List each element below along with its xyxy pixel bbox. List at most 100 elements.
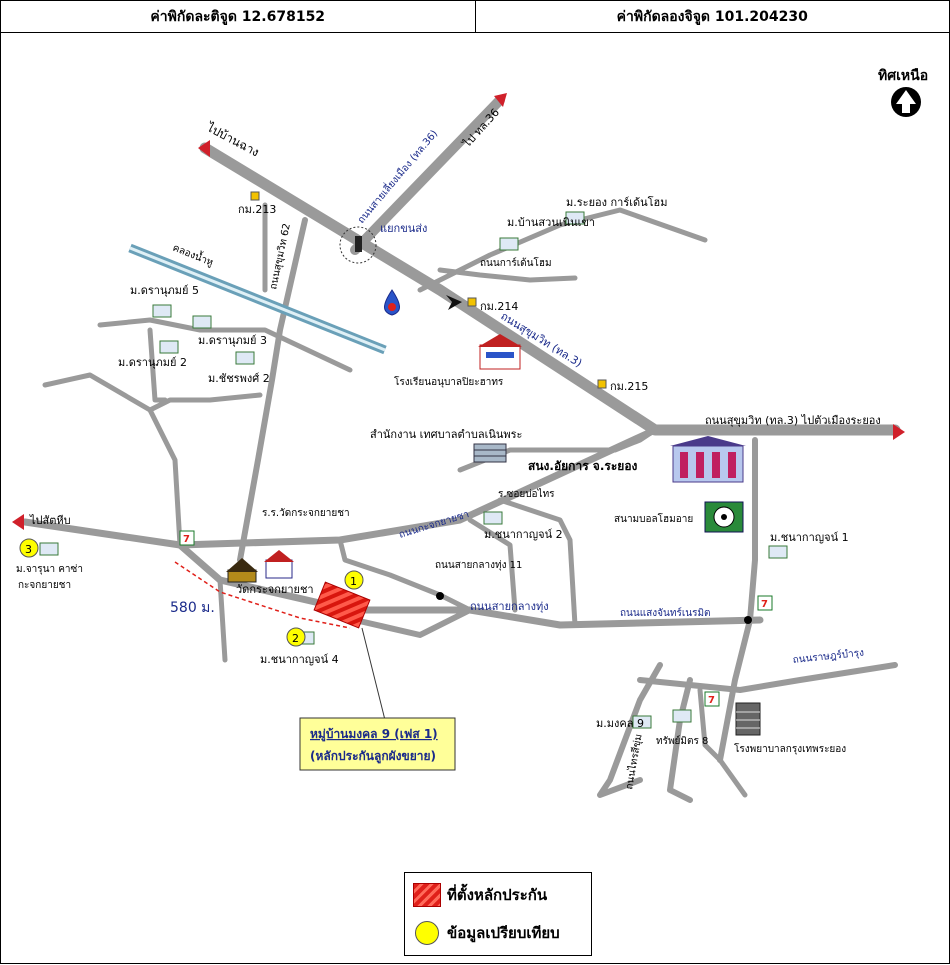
svg-text:7: 7 [761,599,768,610]
village-icons [39,211,788,729]
road-local-5 [147,327,168,403]
label-sukhumvit-3-east: ถนนสุขุมวิท (ทล.3) ไปตัวเมืองระยอง [705,414,881,427]
label-wat-school: ร.ร.วัดกระจกยายชา [262,508,350,519]
label-sai-klang-thung-11: ถนนสายกลางทุ่ง 11 [435,560,522,571]
marker-2: 2 [286,627,306,647]
label-sai-klang-thung: ถนนสายกลางทุ่ง [470,600,549,613]
coordinate-header: ค่าพิกัดละติจูด 12.678152 ค่าพิกัดลองจิจ… [0,0,950,33]
school-building-icon [478,334,522,370]
road-local-4 [147,392,263,413]
collateral-swatch-icon [413,883,441,907]
village-icon [672,709,692,723]
temple-icon [226,558,258,583]
road-local-1 [217,577,228,663]
junction-dot [744,616,752,624]
label-khanakarn2: ม.ชนากาญจน์ 2 [484,528,563,541]
label-nern-phra-road: ถนนการ์เด้นโฮม [480,256,552,269]
label-jarana: ม.จารุนา คาซ่า [16,564,83,575]
road-garden-branch [437,267,578,283]
junction-dot [436,592,444,600]
office-building-icon [473,443,507,463]
road-loop-b [667,677,693,803]
label-darasamut3: ม.ดรานุภมย์ 3 [198,334,267,347]
label-to-sattahip: ไปสัตหีบ [29,514,71,527]
road-south-east [352,607,473,638]
legend: ที่ตั้งหลักประกัน ข้อมูลเปรียบเทียบ [404,872,592,956]
km-marker-icon-214 [467,297,477,307]
road-klang-thung-11 [337,537,473,613]
label-sichon-pho: ร.ซอยบ่อไทร [498,488,555,500]
label-darasamut5: ม.ดรานุภมย์ 5 [130,284,199,297]
convenience-store-icon: 7 [179,530,195,546]
legend-label-collateral: ที่ตั้งหลักประกัน [447,886,548,904]
label-stadium: สนามบอลโฮมอาย [614,512,693,525]
label-intersection: แยกขนส่ง [380,222,427,235]
traffic-light-icon [355,236,362,252]
label-chak-yai-cha: ถนนกะจกยายชา [398,509,471,541]
label-rayong-garden: ม.ระยอง การ์เด้นโฮม [566,195,668,209]
convenience-store-icon: 7 [704,691,720,707]
plane-icon [446,295,462,310]
village-icon [565,211,585,225]
label-km213: กม.213 [238,203,276,216]
village-icon [632,715,652,729]
label-khanakarn4: ม.ชนากาญจน์ 4 [260,653,339,666]
canal [128,243,387,355]
latitude-label: ค่าพิกัดละติจูด 12.678152 [150,8,326,25]
village-icon [483,511,503,525]
road-rat-bamrung [637,662,898,693]
km-marker-icon-213 [250,191,260,201]
stadium-icon [704,501,744,533]
label-sanong: สนง.อัยการ จ.ระยอง [528,459,638,473]
svg-text:3: 3 [25,543,32,556]
court-building-icon [670,436,746,483]
label-distance: 580 ม. [170,600,215,616]
label-saeng-chan: ถนนแสงจันทร์เนรมิต [620,607,711,619]
north-label: ทิศเหนือ [878,68,928,84]
road-loop-a [597,662,663,798]
legend-row-collateral: ที่ตั้งหลักประกัน [413,883,547,907]
label-ban-suan: ม.บ้านสวนเนินเขา [507,216,595,229]
comparison-swatch-icon [415,921,439,945]
village-icon [768,545,788,559]
north-arrow-icon [891,87,921,117]
road-loop-c [697,687,748,798]
village-icon [235,351,255,365]
road-sukhumvit-62 [237,217,308,563]
legend-label-comparison: ข้อมูลเปรียบเทียบ [447,924,560,942]
arrow-to-ban-chang [198,140,210,157]
svg-text:7: 7 [183,534,190,545]
label-rat-bamrung: ถนนราษฎร์บำรุง [792,647,865,666]
village-icon [39,542,59,556]
road-sai-klang-thung [176,541,764,629]
village-icon [192,315,212,329]
hospital-icon [735,702,761,736]
svg-text:1: 1 [350,575,357,588]
arrow-to-rt36 [494,93,507,107]
wat-school-icon [264,550,294,579]
longitude-label: ค่าพิกัดลองจิจูด 101.204230 [474,1,950,32]
marker-main: 1 [344,570,364,590]
marker-3: 3 [19,538,39,558]
label-km215: กม.215 [610,380,648,393]
road-sukhumvit-main [199,142,901,436]
legend-row-comparison: ข้อมูลเปรียบเทียบ [413,921,560,945]
label-sap-mitr: ทรัพย์มิตร 8 [656,735,708,747]
collateral-site [313,581,371,629]
label-school: โรงเรียนอนุบาลปิยะฮาทร [394,375,504,388]
intersection-circle [339,226,377,264]
label-km214: กม.214 [480,300,518,313]
village-icon [159,340,179,354]
road-chana-2 [497,497,578,628]
road-network [21,95,901,803]
convenience-store-icon: 7 [757,595,773,611]
village-icon [152,304,172,318]
label-office: สำนักงาน เทศบาลตำบลเนินพระ [370,428,522,441]
label-jarana-sub: กะจกยายชา [18,580,71,591]
arrow-to-rayong [893,424,905,440]
arrow-to-sattahip [12,514,24,530]
label-chatchaphong2: ม.ชัชรพงศ์ 2 [208,372,270,385]
svg-text:2: 2 [292,632,299,645]
km-marker-icon-215 [597,379,607,389]
callout-pointer [361,627,386,721]
